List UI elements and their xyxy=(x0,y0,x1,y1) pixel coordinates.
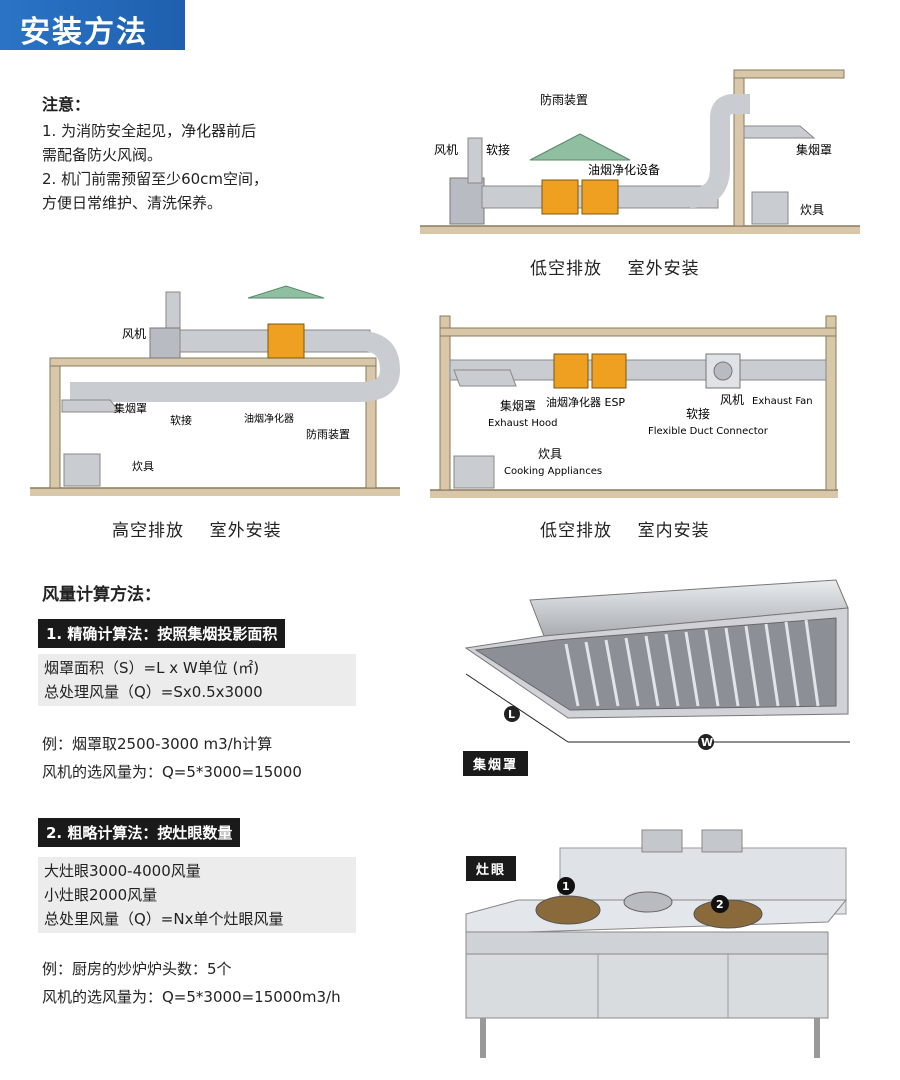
label-purifier: 油烟净化器 xyxy=(244,412,294,425)
purifier-unit-2 xyxy=(591,353,627,389)
method2-title: 2. 粗略计算法：按灶眼数量 xyxy=(38,818,241,847)
stove-photo: 1 2 xyxy=(465,829,848,1058)
stove xyxy=(63,453,101,487)
dim-l-label: L xyxy=(508,708,515,721)
label-hood-en: Exhaust Hood xyxy=(488,418,557,429)
label-purifier: 油烟净化设备 xyxy=(588,163,660,177)
rain-cover xyxy=(247,285,325,299)
ground-line xyxy=(420,226,860,234)
formula-line: 总处里风量（Q）=Nx单个灶眼风量 xyxy=(44,910,284,928)
notes-line: 需配备防火风阀。 xyxy=(42,146,163,164)
purifier-unit-1 xyxy=(541,179,579,215)
purifier-unit xyxy=(267,323,305,359)
formula-line: 总处理风量（Q）=Sx0.5x3000 xyxy=(44,683,263,701)
formula-line: 大灶眼3000-4000风量 xyxy=(44,862,201,880)
notes-block: 注意： 1. 为消防安全起见，净化器前后 需配备防火风阀。 2. 机门前需预留至… xyxy=(42,93,268,215)
example-line: 例：厨房的炒炉炉头数：5个 xyxy=(42,960,232,978)
stove xyxy=(751,191,789,225)
rain-cover xyxy=(529,133,631,161)
notes-line: 2. 机门前需预留至少60cm空间， xyxy=(42,170,269,188)
hood-filters xyxy=(564,619,820,707)
method2-formula-box: 大灶眼3000-4000风量 小灶眼2000风量 总处里风量（Q）=Nx单个灶眼… xyxy=(38,857,356,933)
stove xyxy=(453,455,495,489)
label-stove: 炊具 xyxy=(800,203,824,217)
label-stove: 炊具 xyxy=(132,460,154,473)
dim-l-marker xyxy=(504,706,520,722)
hood-photo: L W xyxy=(464,579,850,750)
caption-diagram2: 高空排放 室外安装 xyxy=(112,521,282,541)
wall xyxy=(733,69,745,227)
hood-filter-area xyxy=(474,617,837,711)
notes-line: 方便日常维护、清洗保养。 xyxy=(42,194,223,212)
fan-unit xyxy=(449,177,485,225)
method1-example: 例：烟罩取2500-3000 m3/h计算 风机的选风量为：Q=5*3000=1… xyxy=(42,730,302,786)
caption-diagram3: 低空排放 室内安装 xyxy=(540,521,710,541)
ceiling xyxy=(439,327,837,337)
example-line: 例：烟罩取2500-3000 m3/h计算 xyxy=(42,735,273,753)
stove-front-band xyxy=(465,931,829,955)
burner-marker-2 xyxy=(711,895,729,913)
method2-example: 例：厨房的炒炉炉头数：5个 风机的选风量为：Q=5*3000=15000m3/h xyxy=(42,955,341,1011)
dim-w-marker xyxy=(698,734,714,750)
diagram-low-outdoor: 防雨装置 风机 软接 油烟净化设备 集烟罩 炊具 xyxy=(420,69,860,234)
label-hood: 集烟罩 xyxy=(114,401,147,415)
hood xyxy=(743,125,816,139)
notes-title: 注意： xyxy=(42,95,91,114)
fan-unit xyxy=(705,353,741,389)
hood-tag: 集烟罩 xyxy=(463,751,529,776)
purifier-unit-1 xyxy=(553,353,589,389)
diagram-high-outdoor: 风机 集烟罩 软接 油烟净化器 防雨装置 炊具 xyxy=(30,285,401,496)
label-fan-en: Exhaust Fan xyxy=(752,396,813,407)
wall-right xyxy=(365,357,377,489)
header-bar xyxy=(0,0,185,50)
example-line: 风机的选风量为：Q=5*3000=15000m3/h xyxy=(42,988,341,1006)
method1-title: 1. 精确计算法：按照集烟投影面积 xyxy=(38,619,286,648)
example-line: 风机的选风量为：Q=5*3000=15000 xyxy=(42,763,302,781)
label-hood: 集烟罩 xyxy=(500,398,536,413)
dim-w-label: W xyxy=(701,736,713,749)
wok-1 xyxy=(535,895,601,925)
label-fan: 风机 xyxy=(122,327,146,341)
label-fan: 风机 xyxy=(434,143,458,157)
burner-label-1: 1 xyxy=(562,880,570,893)
purifier-unit-2 xyxy=(581,179,619,215)
stove-cabinet xyxy=(465,953,829,1019)
label-stove: 炊具 xyxy=(538,447,562,461)
label-fan: 风机 xyxy=(720,393,744,407)
wall-right xyxy=(825,315,837,491)
label-soft-en: Flexible Duct Connector xyxy=(648,426,769,437)
formula-line: 小灶眼2000风量 xyxy=(44,886,158,904)
wall-left xyxy=(439,315,451,491)
burner-marker-1 xyxy=(557,877,575,895)
label-stove-en: Cooking Appliances xyxy=(504,466,602,477)
label-hood: 集烟罩 xyxy=(796,142,832,157)
ceiling xyxy=(49,357,377,367)
label-soft: 软接 xyxy=(486,142,510,157)
label-soft: 软接 xyxy=(170,413,192,427)
notes-line: 1. 为消防安全起见，净化器前后 xyxy=(42,122,257,140)
label-rain: 防雨装置 xyxy=(306,427,350,441)
hood xyxy=(61,399,122,413)
method1-formula-box: 烟罩面积（S）=L x W单位 (㎡) 总处理风量（Q）=Sx0.5x3000 xyxy=(38,654,356,706)
label-purifier: 油烟净化器 ESP xyxy=(546,395,625,409)
calc-title: 风量计算方法： xyxy=(42,585,161,605)
label-rain: 防雨装置 xyxy=(540,92,588,107)
wall-left xyxy=(49,357,61,489)
caption-diagram1: 低空排放 室外安装 xyxy=(530,259,700,279)
hood xyxy=(453,369,517,387)
label-soft: 软接 xyxy=(686,406,710,421)
fan-unit xyxy=(149,327,181,359)
stove-tag: 灶眼 xyxy=(466,856,517,881)
page-title: 安装方法 xyxy=(20,15,148,50)
diagram-low-indoor: 集烟罩 Exhaust Hood 油烟净化器 ESP 软接 Flexible D… xyxy=(430,315,838,498)
formula-line: 烟罩面积（S）=L x W单位 (㎡) xyxy=(44,659,260,677)
burner-label-2: 2 xyxy=(716,898,724,911)
